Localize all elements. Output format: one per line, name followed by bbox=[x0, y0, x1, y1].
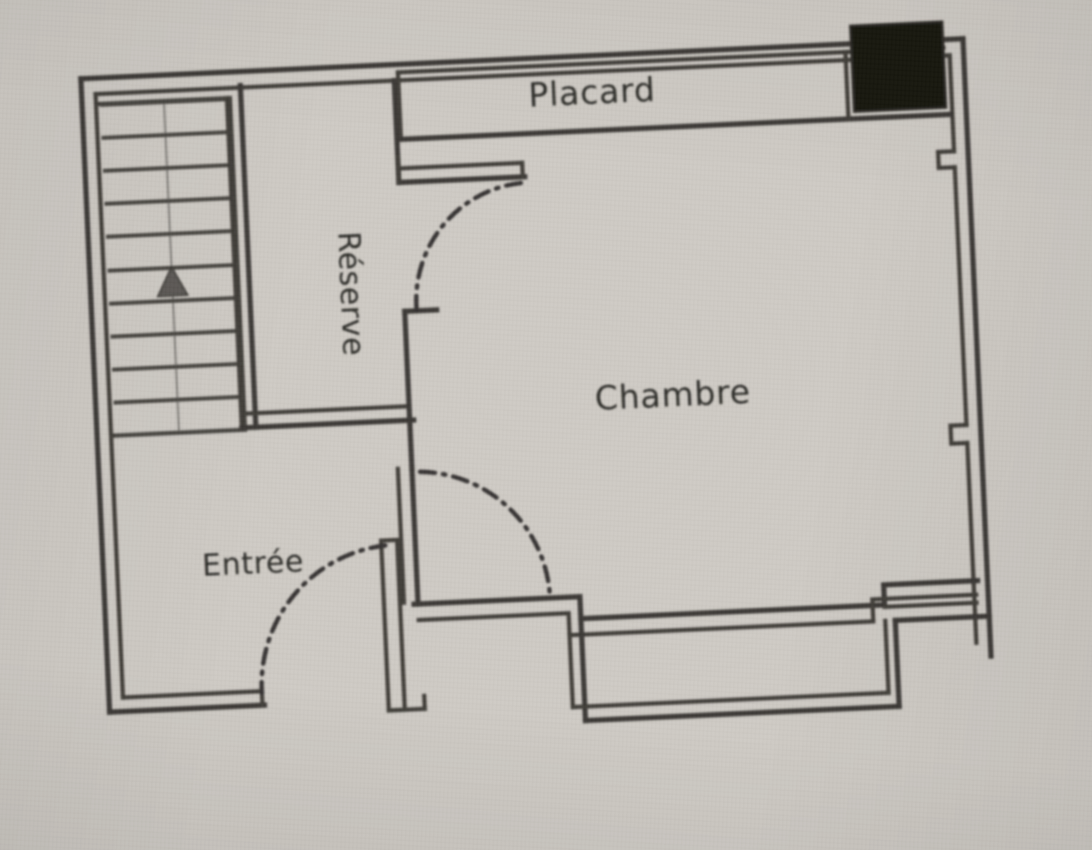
wall-placard-left bbox=[395, 70, 404, 142]
staircase bbox=[97, 95, 248, 438]
entree-door-swing-arc bbox=[259, 543, 388, 696]
stair-tread bbox=[110, 328, 241, 339]
wall-left-outer bbox=[78, 76, 113, 715]
placard-closet bbox=[395, 20, 954, 143]
outer-walls bbox=[78, 36, 994, 715]
stair-tread bbox=[101, 130, 232, 140]
wall-reserve-door-header bbox=[396, 174, 528, 186]
wall-reserve-door-sill bbox=[402, 307, 440, 315]
stair-up-arrow-icon bbox=[156, 265, 190, 298]
stair-tread bbox=[102, 162, 234, 173]
wall-right-inner-c bbox=[965, 440, 979, 645]
entree-door bbox=[378, 537, 427, 713]
stair-tread bbox=[99, 97, 231, 107]
stair-tread bbox=[113, 394, 244, 405]
label-placard: Placard bbox=[528, 70, 657, 115]
wall-right-inner-a bbox=[947, 53, 957, 154]
wall-step-to-right-wall bbox=[892, 613, 992, 624]
wall-reserve-right-lower bbox=[402, 308, 415, 471]
wall-step-bottom bbox=[582, 703, 902, 724]
wall-chambre-left-lower-inner bbox=[395, 466, 407, 605]
stair-tread bbox=[114, 427, 246, 438]
wall-placard-bottom bbox=[398, 111, 954, 143]
wall-reserve-bottom-inner bbox=[242, 404, 409, 416]
label-reserve: Réserve bbox=[330, 231, 371, 357]
wall-reserve-jamb bbox=[519, 160, 525, 180]
wall-bottom-left-inner bbox=[120, 689, 265, 700]
wall-placard-divider bbox=[843, 49, 851, 122]
wall-chambre-bottom-outer bbox=[411, 577, 981, 622]
label-entree: Entrée bbox=[201, 544, 304, 584]
stair-tread bbox=[109, 295, 240, 306]
wall-reserve-bottom bbox=[239, 417, 417, 431]
wall-step-to-right-wall-inner bbox=[882, 600, 979, 610]
wall-reserve-left-inner bbox=[224, 95, 245, 431]
label-chambre: Chambre bbox=[594, 372, 752, 418]
wall-reserve-door-header-inner bbox=[398, 160, 525, 171]
wall-step-vert-right-inner bbox=[883, 618, 891, 695]
reserve-door-swing-arc bbox=[414, 180, 524, 313]
filled-closet-block bbox=[848, 20, 948, 113]
entree-door-foot bbox=[386, 706, 427, 713]
wall-top-outer bbox=[78, 36, 966, 82]
wall-right-outer bbox=[960, 36, 994, 659]
wall-chambre-bottom-inner bbox=[416, 592, 979, 638]
wall-step-bottom-inner bbox=[570, 690, 891, 710]
wall-chambre-stub bbox=[395, 154, 402, 185]
window-right-lower[interactable] bbox=[948, 422, 970, 446]
stair-tread bbox=[105, 228, 237, 239]
wall-step-vert-right bbox=[892, 617, 902, 710]
wall-bottom-left-outer bbox=[106, 702, 268, 715]
chambre-door-swing-arc bbox=[417, 469, 552, 595]
entree-door-foot-cap bbox=[422, 693, 427, 712]
room-labels: Placard Réserve Chambre Entrée bbox=[201, 70, 752, 584]
window-right-upper[interactable] bbox=[935, 149, 957, 171]
stair-tread bbox=[104, 195, 235, 206]
wall-left-inner bbox=[93, 91, 126, 700]
wall-reserve-left bbox=[237, 82, 259, 430]
reserve-room bbox=[224, 77, 528, 471]
wall-right-inner-b bbox=[952, 165, 969, 428]
stair-tread bbox=[111, 361, 243, 372]
wall-step-vert-left-inner bbox=[567, 632, 576, 710]
door-swings bbox=[259, 180, 552, 696]
wall-step-vert-left bbox=[578, 615, 589, 724]
chambre-room bbox=[395, 154, 992, 724]
wall-chambre-left-lower bbox=[409, 465, 421, 607]
